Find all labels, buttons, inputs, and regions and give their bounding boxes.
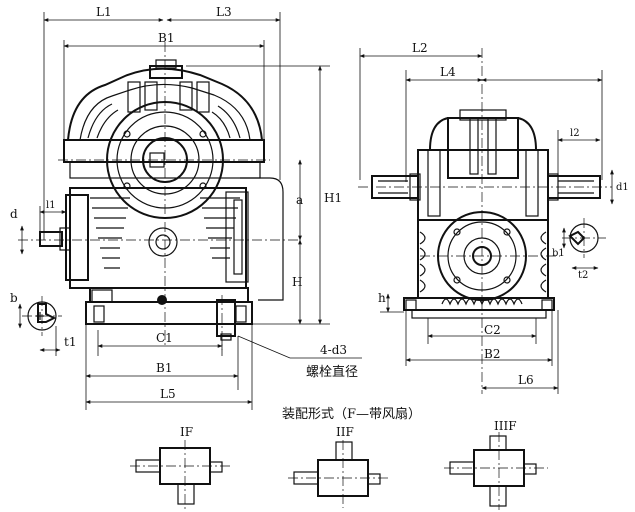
assembly-form-2-symbol [288,440,388,508]
label-L3: L3 [216,5,232,19]
label-L4: L4 [440,65,456,79]
label-l1: l1 [46,200,56,211]
label-bolt-diameter: 螺栓直径 [306,365,358,380]
label-L5: L5 [160,387,176,401]
dimension-labels: L1 L3 B1 L2 L4 l2 d1 l1 d a H1 H b b1 t2… [10,5,629,401]
label-h: h [378,291,386,305]
key-section-detail-right [562,218,606,258]
label-t1: t1 [64,335,76,349]
label-C1: C1 [156,331,173,345]
assembly-title: 装配形式（F—带风扇） [282,406,421,422]
assembly-form-label-2: IIF [336,425,354,439]
label-d1: d1 [616,182,629,193]
assembly-forms: 装配形式（F—带风扇） IF IIF IIIF [130,406,548,510]
dimensions [18,12,614,410]
label-L2: L2 [412,41,428,55]
label-B1-bottom: B1 [156,361,172,375]
label-t2: t2 [578,270,588,281]
label-L6: L6 [518,373,534,387]
assembly-form-3-symbol [444,432,548,510]
label-H: H [292,275,302,289]
label-B1-top: B1 [158,31,174,45]
side-view [358,48,612,394]
label-bolt-count: 4-d3 [320,343,347,357]
label-B2: B2 [484,347,500,361]
assembly-form-1-symbol [130,440,230,510]
label-b: b [10,291,18,305]
label-C2: C2 [484,323,501,337]
assembly-form-label-3: IIIF [494,419,517,433]
label-l2: l2 [570,128,580,139]
label-L1: L1 [96,5,112,19]
front-view [18,42,300,350]
label-a: a [296,193,303,207]
label-H1: H1 [324,191,342,205]
assembly-form-label-1: IF [180,425,193,439]
label-b1: b1 [552,248,565,259]
label-d: d [10,207,18,221]
key-section-detail [22,296,62,336]
